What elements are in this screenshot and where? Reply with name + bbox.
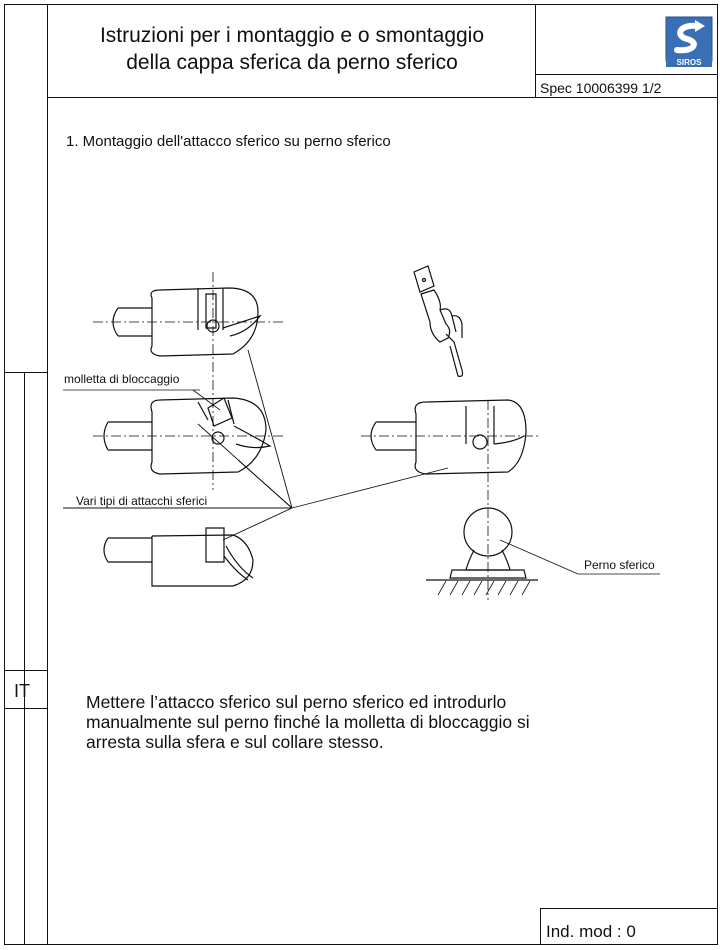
instruction-text: Mettere l’attacco sferico sul perno sfer… <box>86 692 686 752</box>
section-heading: 1. Montaggio dell'attacco sferico su per… <box>66 133 391 150</box>
ball-joint-4 <box>370 399 527 475</box>
ball-joint-2 <box>103 397 272 475</box>
label-locking-clip: molletta di bloccaggio <box>64 372 180 386</box>
label-ball-joint-types: Vari tipi di attacchi sferici <box>76 494 208 508</box>
ball-joint-3 <box>103 527 254 587</box>
instruction-line-1: Mettere l’attacco sferico sul perno sfer… <box>86 692 507 712</box>
assembly-drawing <box>48 250 668 610</box>
title-line-1: Istruzioni per i montaggio e o smontaggi… <box>99 24 485 47</box>
page-title: Istruzioni per i montaggio e o smontaggi… <box>48 22 536 76</box>
ball-pin <box>426 507 660 596</box>
pointing-hand-icon <box>413 265 464 377</box>
instruction-line-3: arresta sulla sfera e sul collare stesso… <box>86 732 384 752</box>
title-line-2: della cappa sferica da perno sferico <box>126 51 458 74</box>
label-ball-pin: Perno sferico <box>584 558 655 572</box>
revision-index: Ind. mod : 0 <box>546 922 636 941</box>
language-code: IT <box>14 681 30 701</box>
ball-joint-1 <box>112 287 262 357</box>
spec-number: Spec 10006399 1/2 <box>540 80 662 96</box>
instruction-line-2: manualmente sul perno finché la molletta… <box>86 712 530 732</box>
logo-text: SIROS <box>677 58 703 67</box>
siros-logo: SIROS <box>665 16 713 68</box>
